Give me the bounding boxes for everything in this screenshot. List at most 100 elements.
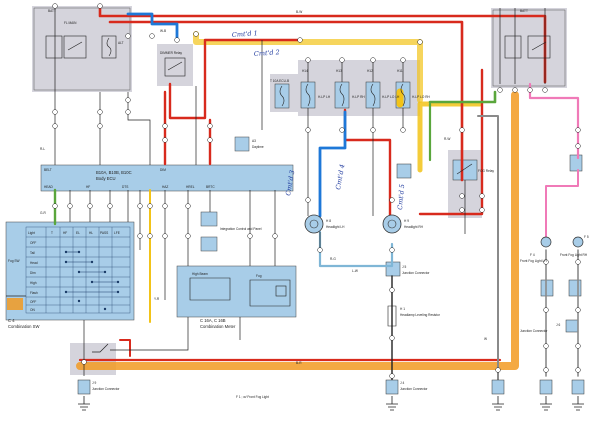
dimmer-relay-label: DIMMER Relay xyxy=(160,51,182,55)
fuse-h13 xyxy=(334,81,350,109)
body-ecu-pin-hrel: HREL xyxy=(186,185,195,189)
headlamp-lh-code: H 8 xyxy=(326,219,331,223)
comb-switch-col-el: EL xyxy=(76,231,80,235)
body-ecu-panel xyxy=(40,164,294,192)
left-relay-switch xyxy=(67,41,83,51)
fog-small-box-right xyxy=(568,279,582,297)
fog-lh-name: Front Fog Light LH xyxy=(520,259,547,263)
comb-switch-table xyxy=(25,226,131,314)
comb-switch-row-head: Head xyxy=(30,261,38,265)
wire-red-dimmer xyxy=(168,38,302,120)
fuse-h12-wave xyxy=(370,83,376,107)
body-ecu-pin-brtc: BRTC xyxy=(206,185,215,189)
fog-small-box-left xyxy=(540,279,554,297)
bottom-note: F 1 ; w/ Front Fog Light xyxy=(236,395,269,399)
body-ecu-pin-haz: HAZ xyxy=(162,185,168,189)
ic-module-box-2 xyxy=(200,236,218,252)
fuse-h12-id: H12 xyxy=(367,69,373,73)
handwritten-note-5: Cmt'd 5 xyxy=(396,184,406,211)
dimmer-relay-switch xyxy=(167,61,183,71)
wire-orange-bottom xyxy=(76,91,519,370)
beam-level-resistor xyxy=(387,305,397,327)
left-relay-panel xyxy=(32,6,132,92)
body-ecu-pin-hf: HF xyxy=(86,185,90,189)
meter-internal xyxy=(189,277,291,307)
fuse-h14-id: H14 xyxy=(302,69,308,73)
combination-switch-panel xyxy=(5,221,135,321)
headlamp-rh-name: Headlight RH xyxy=(404,225,424,229)
fog-lamp-lh xyxy=(540,236,552,248)
right-relay-switch xyxy=(531,41,547,51)
fuse-h14-label: H-LP LH xyxy=(318,95,331,99)
body-ecu-name: Body ECU xyxy=(96,176,116,181)
fuse-h13-id: H13 xyxy=(336,69,342,73)
fog-switch-label: Fog SW xyxy=(8,259,20,263)
comb-switch-dots xyxy=(64,250,120,311)
fuse-h12 xyxy=(365,81,381,109)
jc-right-box xyxy=(396,163,412,179)
fuse-h13-label: H-LP RH xyxy=(352,95,365,99)
beam-level-code: H 1 xyxy=(400,307,405,311)
batt-right-label: BATT xyxy=(520,9,528,13)
pin-label-w: W xyxy=(484,337,487,341)
pin-label-b-w: B-W xyxy=(296,10,302,14)
headlamp-lh xyxy=(304,214,324,234)
jc-j5-name: Junction Connector xyxy=(402,271,430,275)
dimmer-relay-symbol xyxy=(164,57,186,77)
harness-ecu-top xyxy=(127,40,263,165)
pin-label-r-g: R-G xyxy=(330,257,336,261)
daytime-relay-name: Daytime xyxy=(252,145,264,149)
headlamp-rh-code: H 9 xyxy=(404,219,409,223)
headlamp-lh-name: Headlight LH xyxy=(326,225,345,229)
fuse-h11-label: H-LP LO RH xyxy=(412,95,431,99)
pin-label-g-r: G-R xyxy=(40,211,47,215)
wire-pink-right xyxy=(528,82,580,160)
pin-label-r-w: R-W xyxy=(444,137,450,141)
comb-switch-row-off2: OFF xyxy=(30,300,36,304)
wire-red-fog xyxy=(418,68,484,216)
wire-green-fog xyxy=(428,90,497,104)
handwritten-note-1: Cmt'd 1 xyxy=(232,29,258,39)
jc-j5-code: J 5 xyxy=(402,265,406,269)
comb-switch-row-tail: Tail xyxy=(30,251,35,255)
fog-relay-switch xyxy=(456,163,473,175)
fog-rh-code: F 5 xyxy=(584,235,589,239)
meter-fog: Fog xyxy=(256,274,262,278)
handwritten-note-4: Cmt'd 4 xyxy=(334,163,346,190)
wire-red-upper xyxy=(108,20,464,182)
harness-right-relay xyxy=(499,8,546,84)
lower-jc-code: J 4 xyxy=(400,381,404,385)
comb-switch-row-dim: Dim xyxy=(30,271,36,275)
wire-red-left xyxy=(119,339,131,357)
comb-switch-name: Combination SW xyxy=(8,324,39,329)
wire-gray-right xyxy=(477,115,499,381)
comb-switch-col-hl: HL xyxy=(89,231,93,235)
wire-blue-headlight xyxy=(318,110,347,218)
left-relay-symbol xyxy=(63,35,87,59)
ground-jc-code: J 9 xyxy=(92,381,96,385)
ic-label: Integration Control and Panel xyxy=(220,227,262,231)
fusible-link-wave xyxy=(106,37,112,57)
daytime-relay-box xyxy=(234,136,250,152)
dimmer-relay-panel xyxy=(157,44,193,86)
right-relay-panel xyxy=(491,8,567,88)
pin-label-r-l: R-L xyxy=(40,147,45,151)
main-fuse-label: FL MAIN xyxy=(64,21,77,25)
fog-rh-name: Front Fog Light RH xyxy=(560,253,588,257)
comb-switch-row-light: Light xyxy=(28,231,35,235)
body-ecu-pin-head: HEAD xyxy=(44,185,54,189)
right-relay-symbol-b xyxy=(527,35,551,59)
right-jc-code: J 6 xyxy=(556,323,560,327)
harness-meter-bottom xyxy=(110,317,241,351)
jc-j6-box xyxy=(565,319,579,333)
wire-red-long xyxy=(163,90,212,166)
ground-boxes xyxy=(77,379,585,395)
ground-jc-name: Junction Connector xyxy=(92,387,120,391)
body-ecu-pin-dim: DIM xyxy=(160,168,166,172)
fuse-h14-wave xyxy=(305,83,311,107)
connector-pins xyxy=(52,3,581,379)
lower-jc-name: Junction Connector xyxy=(400,387,428,391)
right-jc-name: Junction Connector xyxy=(520,329,548,333)
body-ecu-code: B10A, B10B, B10C xyxy=(96,170,132,175)
